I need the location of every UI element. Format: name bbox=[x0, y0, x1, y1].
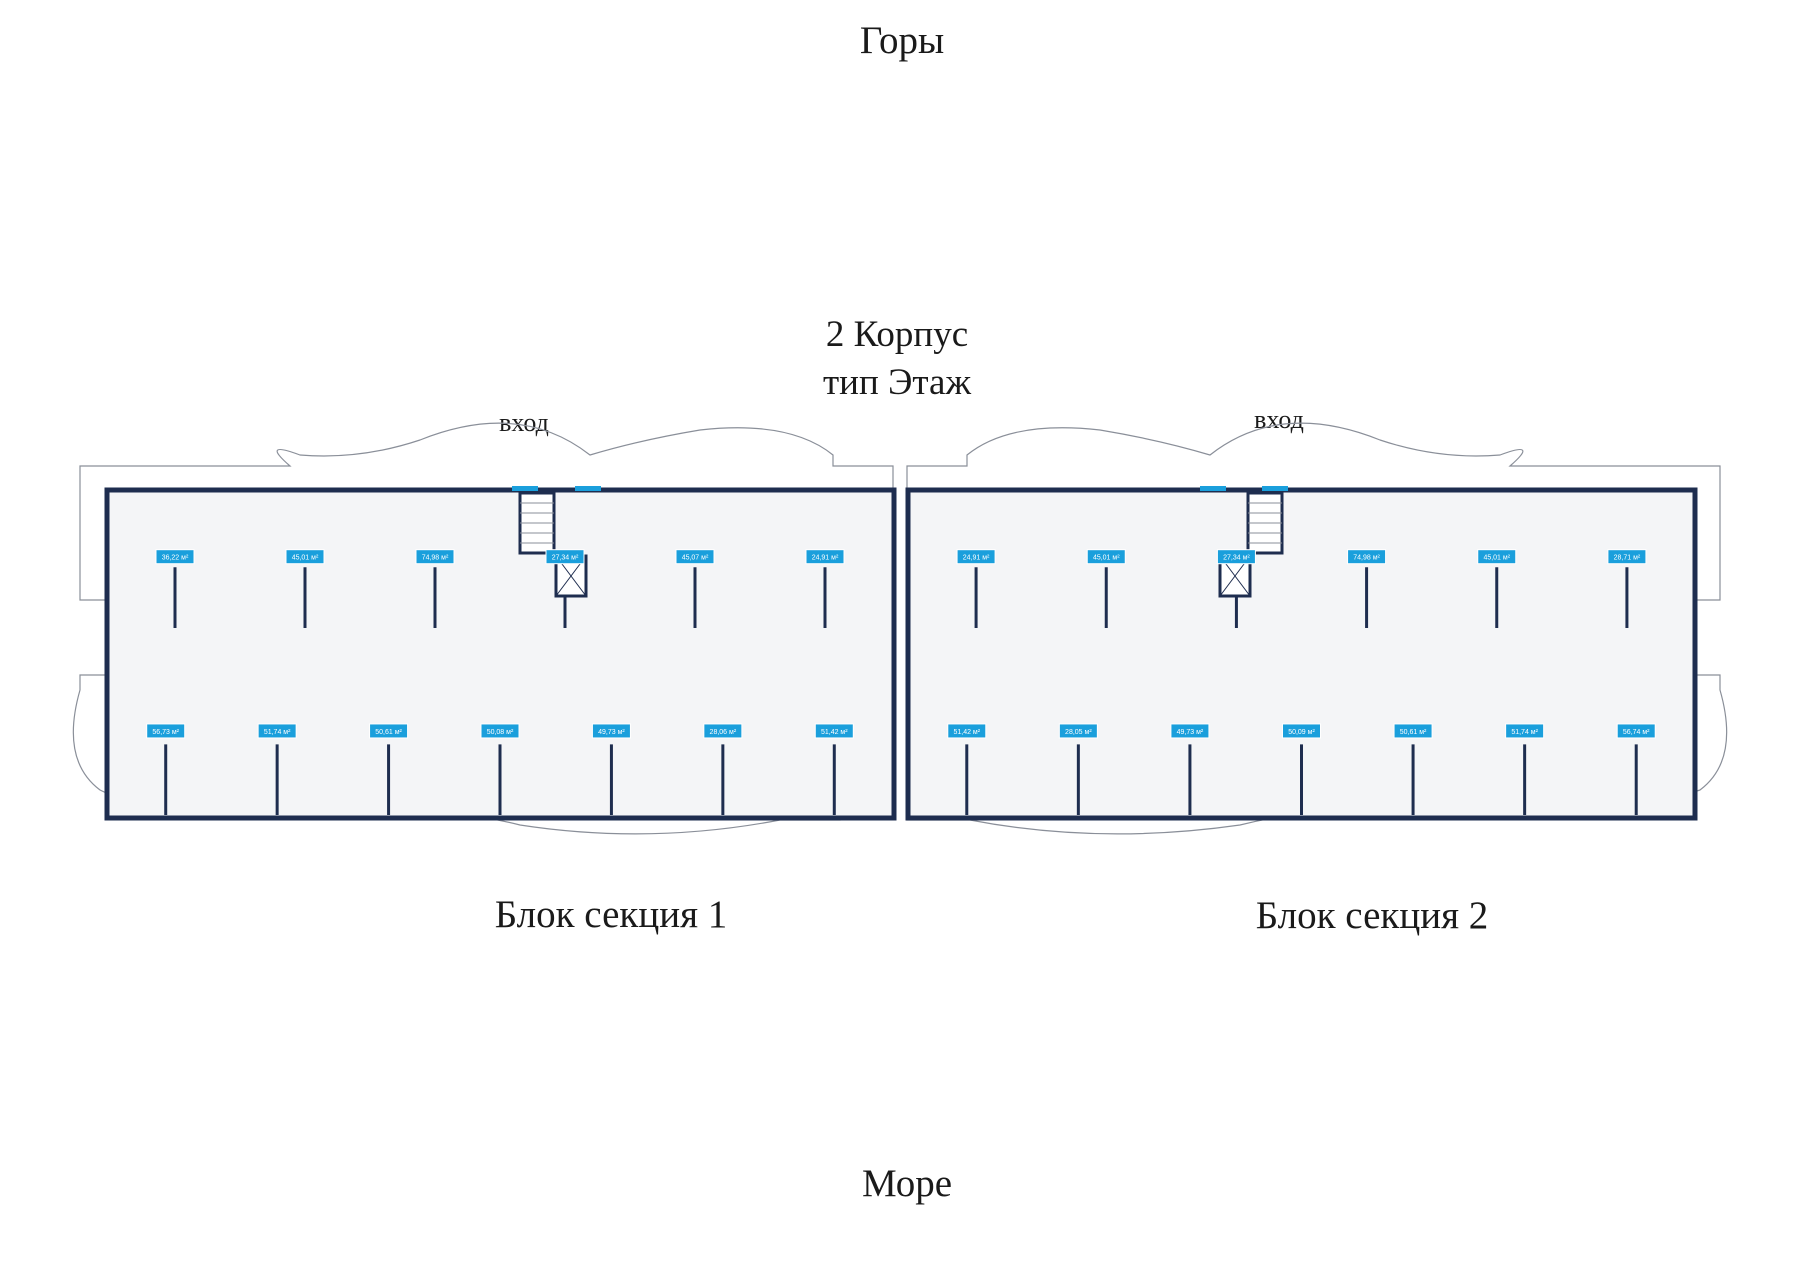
section-2-north-area-label-1: 24,91 м² bbox=[963, 555, 990, 562]
entrance-marker-section-2b bbox=[1262, 486, 1288, 491]
section-1-south-area-label-2: 51,74 м² bbox=[264, 729, 291, 736]
section-2-north-area-label-3: 27,34 м² bbox=[1223, 555, 1250, 562]
section-2-north-area-tag-6 bbox=[1607, 549, 1647, 565]
section-2-south-area-label-4: 50,09 м² bbox=[1288, 729, 1315, 736]
entrance-marker-section-2a bbox=[1200, 486, 1226, 491]
section-1-north-area-label-4: 27,34 м² bbox=[552, 555, 579, 562]
section-1-south-area-label-7: 51,42 м² bbox=[821, 729, 848, 736]
section-1-south-area-tag-2 bbox=[257, 723, 297, 739]
building-title: 2 Корпус bbox=[825, 314, 969, 355]
section-2-south-area-tag-2 bbox=[1058, 723, 1098, 739]
section-2-north-area-label-6: 28,71 м² bbox=[1614, 555, 1641, 562]
section-2-north-area-label-4: 74,98 м² bbox=[1353, 555, 1380, 562]
section-2-north-area-tag-4 bbox=[1347, 549, 1387, 565]
section-1-south-area-label-1: 56,73 м² bbox=[152, 729, 179, 736]
entrance-marker-section-1b bbox=[575, 486, 601, 491]
section-1-south-area-label-6: 28,06 м² bbox=[710, 729, 737, 736]
section-1-south-area-tag-7 bbox=[814, 723, 854, 739]
section-2-north-area-label-2: 45,01 м² bbox=[1093, 555, 1120, 562]
section-2-north-area-tag-3 bbox=[1216, 549, 1256, 565]
section-2-south-area-tag-5 bbox=[1393, 723, 1433, 739]
section-2-south-area-label-5: 50,61 м² bbox=[1400, 729, 1427, 736]
section-2-south-area-tag-4 bbox=[1282, 723, 1321, 739]
section-2-north-area-tag-1 bbox=[956, 549, 996, 565]
section-1-north-area-tag-4 bbox=[545, 549, 585, 565]
section-1-north-area-tag-1 bbox=[155, 549, 195, 565]
section-1-south-area-label-4: 50,08 м² bbox=[487, 729, 514, 736]
section-1-south-area-tag-4 bbox=[480, 723, 520, 739]
north-orientation-label: Горы bbox=[859, 19, 945, 62]
section-1-south-area-tag-3 bbox=[369, 723, 409, 739]
section-2-south-area-label-1: 51,42 м² bbox=[953, 729, 980, 736]
section-2-north-area-label-5: 45,01 м² bbox=[1483, 555, 1510, 562]
entrance-label-section-2: вход bbox=[1254, 405, 1304, 434]
section-1-south-area-tag-6 bbox=[703, 723, 743, 739]
south-orientation-label: Море bbox=[861, 1162, 953, 1205]
section-2-south-area-tag-6 bbox=[1505, 723, 1545, 739]
section-2-north-area-tag-2 bbox=[1086, 549, 1126, 565]
section-1-north-area-tag-3 bbox=[415, 549, 455, 565]
section-1-north-area-label-5: 45,07 м² bbox=[682, 555, 709, 562]
section-1-label: Блок секция 1 bbox=[494, 893, 728, 936]
section-1-north-area-tag-5 bbox=[675, 549, 715, 565]
section-1-north-area-tag-2 bbox=[285, 549, 325, 565]
floor-type-title: тип Этаж bbox=[822, 362, 972, 403]
section-2-south-area-tag-3 bbox=[1170, 723, 1210, 739]
section-2-south-area-label-7: 56,74 м² bbox=[1623, 729, 1650, 736]
section-1-north-area-label-3: 74,98 м² bbox=[422, 555, 449, 562]
section-1-north-area-label-6: 24,91 м² bbox=[812, 555, 839, 562]
section-2-south-area-label-3: 49,73 м² bbox=[1177, 729, 1204, 736]
section-1-south-area-tag-5 bbox=[591, 723, 631, 739]
section-1-north-area-tag-6 bbox=[805, 549, 845, 565]
section-2-south-area-tag-7 bbox=[1616, 723, 1656, 739]
section-1-north-area-label-2: 45,01 м² bbox=[292, 555, 319, 562]
section-2-south-area-tag-1 bbox=[947, 723, 987, 739]
section-1-north-area-label-1: 36,22 м² bbox=[162, 555, 189, 562]
section-2-label: Блок секция 2 bbox=[1255, 894, 1489, 937]
entrance-label-section-1: вход bbox=[499, 408, 549, 437]
section-2-south-area-label-6: 51,74 м² bbox=[1511, 729, 1538, 736]
section-2-north-area-tag-5 bbox=[1477, 549, 1517, 565]
section-1-south-area-tag-1 bbox=[146, 723, 186, 739]
section-2-south-area-label-2: 28,05 м² bbox=[1065, 729, 1092, 736]
section-1-south-area-label-3: 50,61 м² bbox=[375, 729, 402, 736]
section-1-south-area-label-5: 49,73 м² bbox=[598, 729, 625, 736]
entrance-marker-section-1a bbox=[512, 486, 538, 491]
